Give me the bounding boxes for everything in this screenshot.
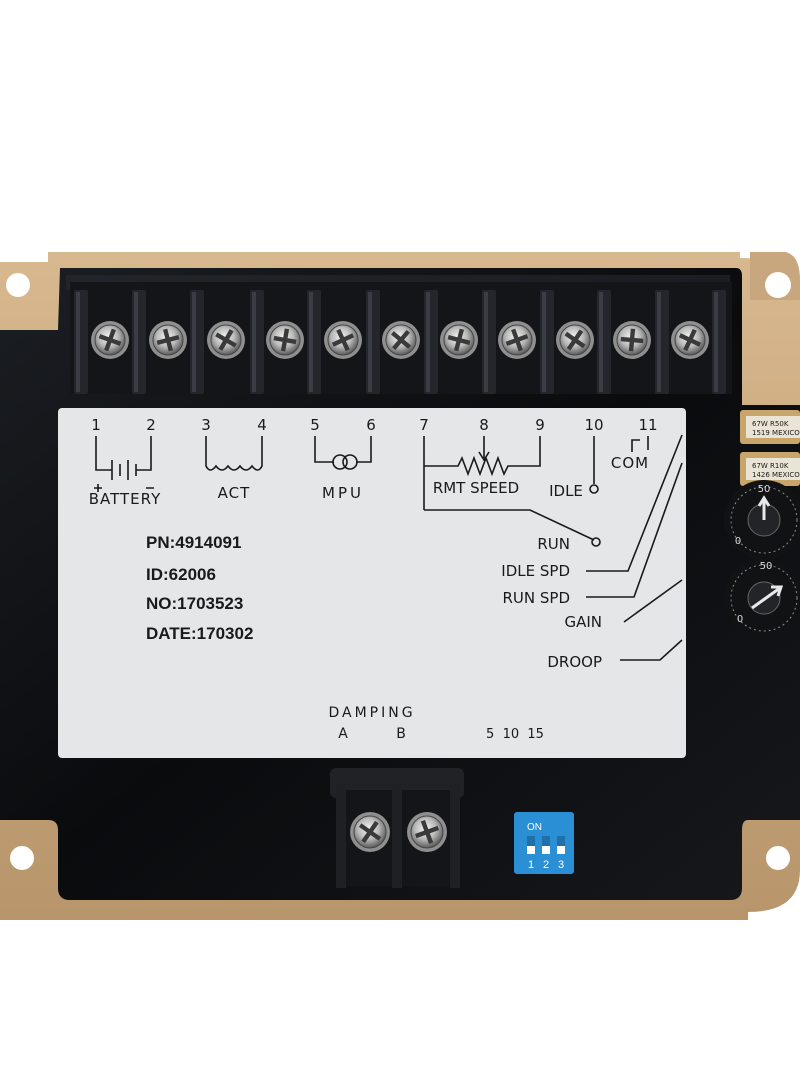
mounting-hole (10, 846, 34, 870)
terminal-screw[interactable] (498, 321, 536, 359)
terminal-number: 5 (310, 416, 320, 434)
date-code: DATE:170302 (146, 624, 253, 643)
rmt-speed-label: RMT SPEED (433, 479, 519, 497)
mounting-hole (765, 272, 791, 298)
terminal-number: 11 (638, 416, 657, 434)
terminal-screw[interactable] (266, 321, 304, 359)
wiring-schematic (94, 434, 683, 661)
svg-text:0: 0 (735, 536, 741, 547)
terminal-number: 10 (584, 416, 603, 434)
gain-label: GAIN (564, 613, 602, 631)
terminal-screw[interactable] (350, 812, 390, 852)
svg-text:1519 MEXICO: 1519 MEXICO (752, 429, 800, 437)
terminal-screw[interactable] (407, 812, 447, 852)
terminal-number: 7 (419, 416, 429, 434)
run-label: RUN (537, 535, 570, 553)
run-spd-label: RUN SPD (502, 589, 570, 607)
terminal-screw[interactable] (556, 321, 594, 359)
mounting-hole (766, 846, 790, 870)
idle-spd-label: IDLE SPD (501, 562, 570, 580)
mounting-hole (6, 273, 30, 297)
terminal-number: 8 (479, 416, 489, 434)
damping-a-label: A (338, 726, 348, 742)
damping-b-label: B (396, 726, 406, 742)
terminal-screw[interactable] (613, 321, 651, 359)
svg-text:67W R10K: 67W R10K (752, 462, 789, 470)
terminal-screw[interactable] (671, 321, 709, 359)
terminal-number: 6 (366, 416, 376, 434)
idle-label: IDLE (549, 482, 583, 500)
dip-toggle-3[interactable] (557, 836, 565, 854)
svg-text:0: 0 (737, 614, 743, 625)
dip-switch[interactable]: ON 1 2 3 (514, 812, 574, 874)
mpu-label: MPU (322, 484, 364, 502)
damping-scale: 5 10 15 (486, 727, 544, 742)
label-panel (58, 408, 686, 758)
terminal-screw[interactable] (382, 321, 420, 359)
act-label: ACT (218, 484, 251, 502)
terminal-number: 2 (146, 416, 156, 434)
droop-label: DROOP (547, 653, 602, 671)
com-label: COM (611, 454, 649, 472)
dip-toggle-1[interactable] (527, 836, 535, 854)
trim-pot-1[interactable]: 67W R50K 1519 MEXICO (740, 410, 800, 444)
terminal-screw[interactable] (324, 321, 362, 359)
terminal-screw[interactable] (91, 321, 129, 359)
id-number: ID:62006 (146, 565, 216, 584)
svg-text:50: 50 (760, 561, 773, 572)
terminal-number: 1 (91, 416, 101, 434)
dip-on-label: ON (527, 822, 542, 833)
terminal-screw[interactable] (149, 321, 187, 359)
svg-text:2: 2 (543, 859, 549, 871)
battery-label: BATTERY (89, 490, 162, 508)
svg-text:3: 3 (558, 859, 564, 871)
droop-dial[interactable]: 50 0 (724, 558, 800, 638)
terminal-screw[interactable] (207, 321, 245, 359)
dip-toggle-2[interactable] (542, 836, 550, 854)
damping-label: DAMPING (328, 705, 415, 721)
terminal-number: 9 (535, 416, 545, 434)
terminal-number: 3 (201, 416, 211, 434)
svg-text:1: 1 (528, 859, 534, 871)
terminal-number: 4 (257, 416, 267, 434)
gain-dial[interactable]: 50 0 (724, 480, 800, 560)
trim-pot-2[interactable]: 67W R10K 1426 MEXICO (740, 452, 800, 486)
svg-text:67W R50K: 67W R50K (752, 420, 789, 428)
svg-text:50: 50 (758, 484, 771, 495)
terminal-screw[interactable] (440, 321, 478, 359)
part-number: PN:4914091 (146, 533, 241, 552)
terminal-numbers: 1 2 3 4 5 6 7 8 9 10 11 (91, 416, 657, 434)
svg-text:1426 MEXICO: 1426 MEXICO (752, 471, 800, 479)
terminal-block (70, 282, 732, 394)
serial-number: NO:1703523 (146, 594, 243, 613)
